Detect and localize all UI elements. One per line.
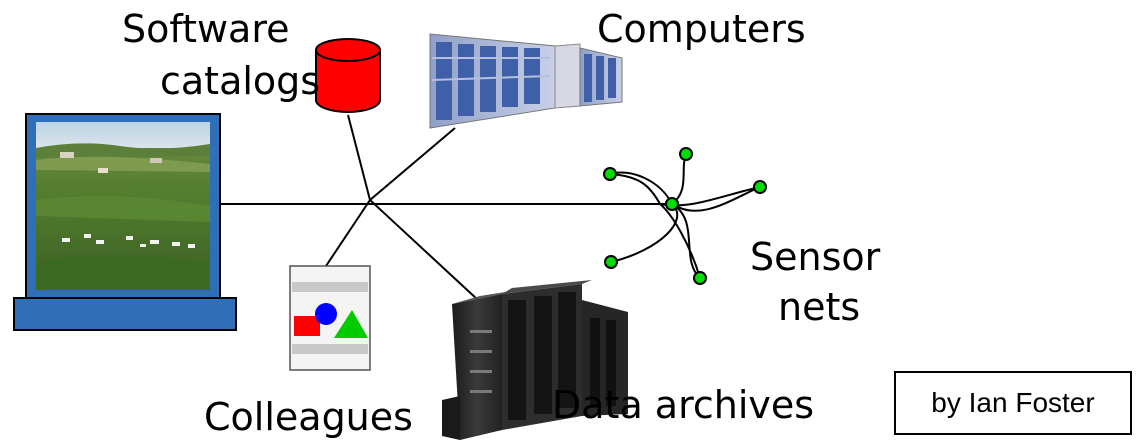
shared-document-shapes-icon: [289, 265, 371, 371]
label-software: Software: [122, 7, 290, 51]
label-catalogs: catalogs: [160, 59, 321, 103]
sensor-nodes: [603, 147, 767, 285]
green-triangle-shape: [334, 310, 368, 338]
storage-rack-icon: [442, 280, 628, 440]
red-rectangle-shape: [294, 316, 320, 336]
link-colleagues: [325, 199, 371, 267]
link-database: [347, 114, 371, 201]
label-colleagues: Colleagues: [204, 395, 413, 439]
label-data-archives: Data archives: [552, 383, 815, 427]
landscape-photo: [36, 122, 210, 290]
label-nets: nets: [778, 285, 861, 329]
sensor-node-icon: [665, 197, 679, 211]
sensor-node-icon: [603, 167, 617, 181]
label-computers: Computers: [597, 7, 806, 51]
link-archives: [369, 199, 479, 301]
sensor-node-icon: [753, 180, 767, 194]
database-cylinder-icon: [315, 38, 381, 113]
supercomputer-rack-icon: [429, 33, 623, 129]
blue-circle-shape: [315, 303, 337, 325]
label-sensor: Sensor: [750, 235, 881, 279]
sensor-node-icon: [679, 147, 693, 161]
connection-lines: [214, 114, 672, 301]
sensor-node-icon: [604, 255, 618, 269]
link-computers: [369, 127, 456, 201]
laptop-icon: [13, 113, 237, 331]
sensor-node-icon: [693, 271, 707, 285]
author-credit: by Ian Foster: [931, 387, 1095, 418]
laptop-base: [13, 297, 237, 331]
sensor-net: [609, 153, 761, 279]
author-credit-box: by Ian Foster: [894, 371, 1132, 435]
